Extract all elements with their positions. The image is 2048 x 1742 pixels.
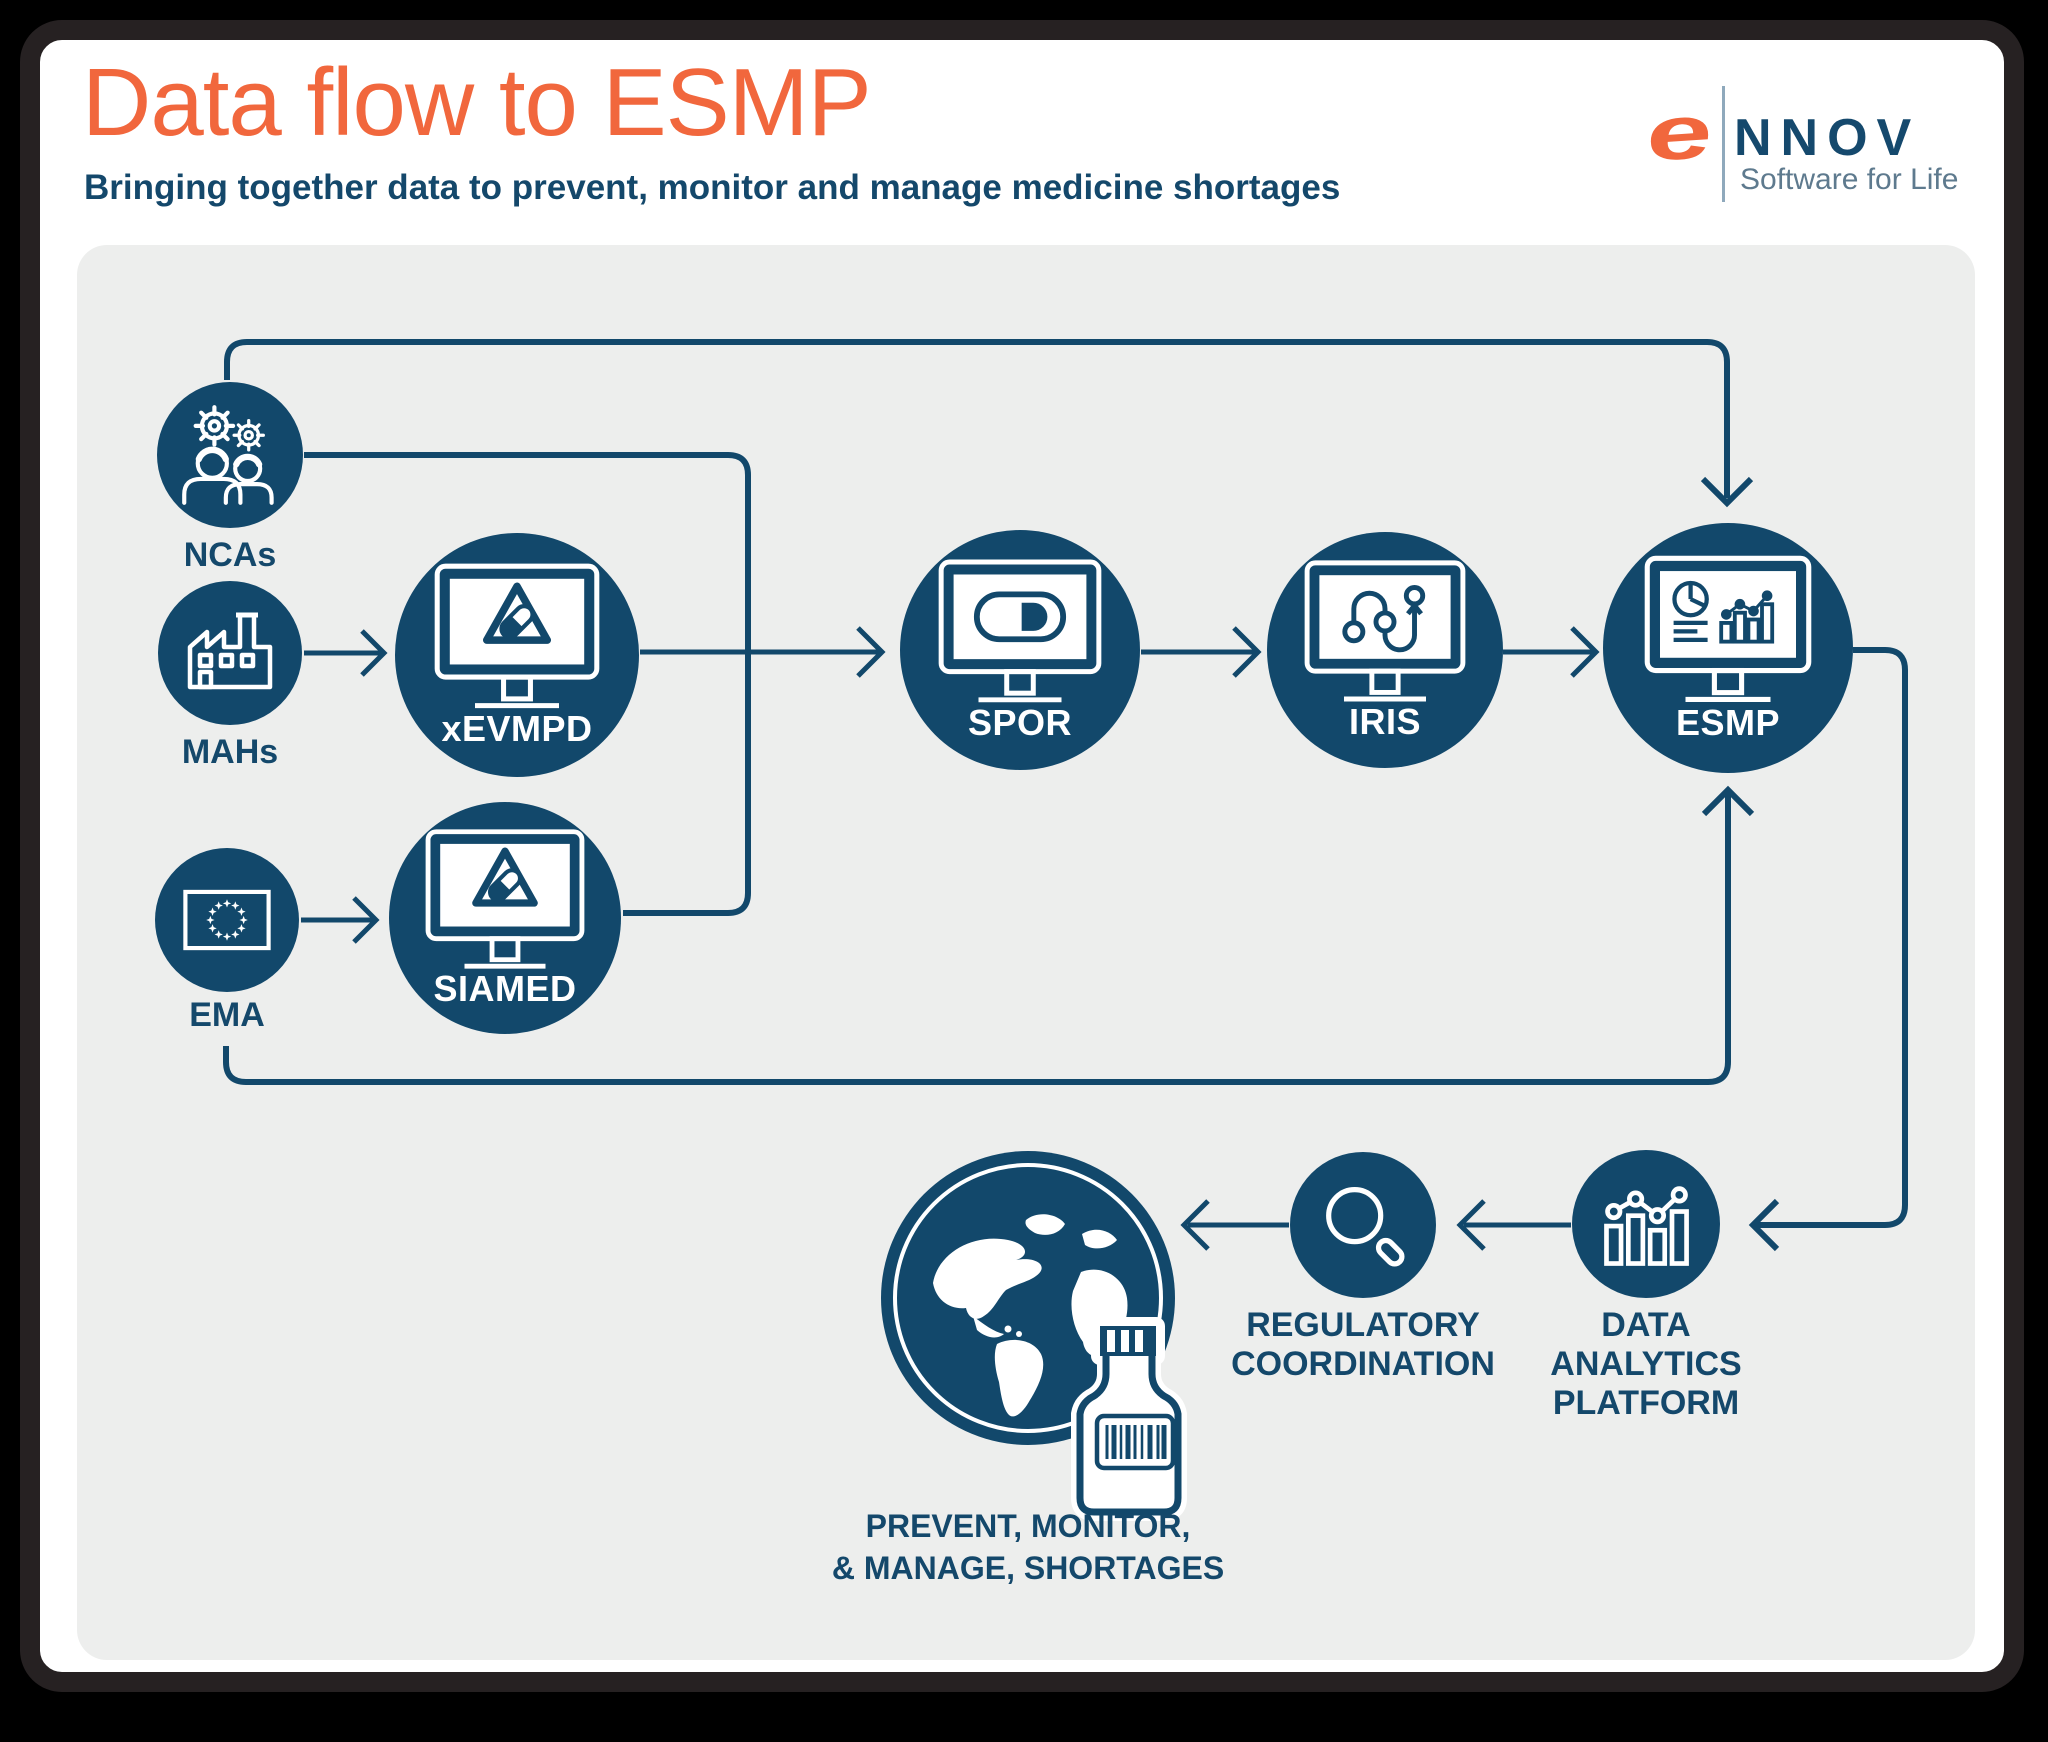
monitor-warning-pill-icon (425, 829, 585, 969)
node-analytics (1572, 1150, 1720, 1298)
page-subtitle: Bringing together data to prevent, monit… (84, 168, 1341, 207)
monitor-capsule-icon (938, 559, 1102, 703)
label-analytics-line1: DATA (1601, 1306, 1691, 1344)
people-gears-icon (182, 405, 274, 505)
magnifier-icon (1326, 1187, 1405, 1267)
logo-tagline: Software for Life (1740, 163, 1959, 196)
label-spor: SPOR (967, 702, 1073, 743)
label-siamed: SIAMED (433, 968, 577, 1009)
outcome-caption-line1: PREVENT, MONITOR, (865, 1508, 1191, 1544)
node-iris: IRIS (1267, 532, 1503, 768)
globe-medicine-bottle-icon (881, 1151, 1187, 1521)
monitor-warning-pill-icon (434, 563, 600, 709)
label-ncas: NCAs (183, 536, 277, 574)
node-spor: SPOR (900, 530, 1140, 770)
node-mahs (158, 581, 302, 725)
label-regulatory-line2: COORDINATION (1231, 1345, 1495, 1383)
node-siamed: SIAMED (389, 802, 621, 1034)
logo-brand-name: NNOV (1734, 109, 1921, 167)
eu-flag-icon (183, 889, 271, 951)
ennov-e-icon: e (1639, 88, 1719, 178)
label-analytics-line3: PLATFORM (1552, 1384, 1740, 1422)
label-esmp: ESMP (1675, 702, 1781, 743)
outcome-caption-line2: & MANAGE, SHORTAGES (831, 1550, 1225, 1586)
label-regulatory-line1: REGULATORY (1246, 1306, 1480, 1344)
label-analytics: DATA ANALYTICS PLATFORM (1550, 1306, 1741, 1423)
outcome-caption: PREVENT, MONITOR, & MANAGE, SHORTAGES (832, 1505, 1224, 1589)
label-ema: EMA (189, 996, 265, 1034)
label-regulatory: REGULATORY COORDINATION (1231, 1306, 1495, 1384)
node-ema (155, 848, 299, 992)
bar-chart-trend-icon (1604, 1186, 1689, 1266)
label-analytics-line2: ANALYTICS (1550, 1345, 1742, 1383)
label-xevmpd: xEVMPD (441, 708, 593, 749)
monitor-dashboard-icon (1644, 555, 1812, 702)
label-mahs: MAHs (181, 733, 279, 771)
node-regulatory (1290, 1152, 1436, 1298)
page-title: Data flow to ESMP (82, 49, 872, 156)
logo-divider-line (1722, 86, 1725, 202)
monitor-route-icon (1304, 560, 1466, 702)
factory-icon (187, 612, 273, 690)
label-iris: IRIS (1348, 701, 1421, 742)
node-xevmpd: xEVMPD (395, 533, 639, 777)
node-ncas (157, 382, 303, 528)
node-esmp: ESMP (1603, 523, 1853, 773)
